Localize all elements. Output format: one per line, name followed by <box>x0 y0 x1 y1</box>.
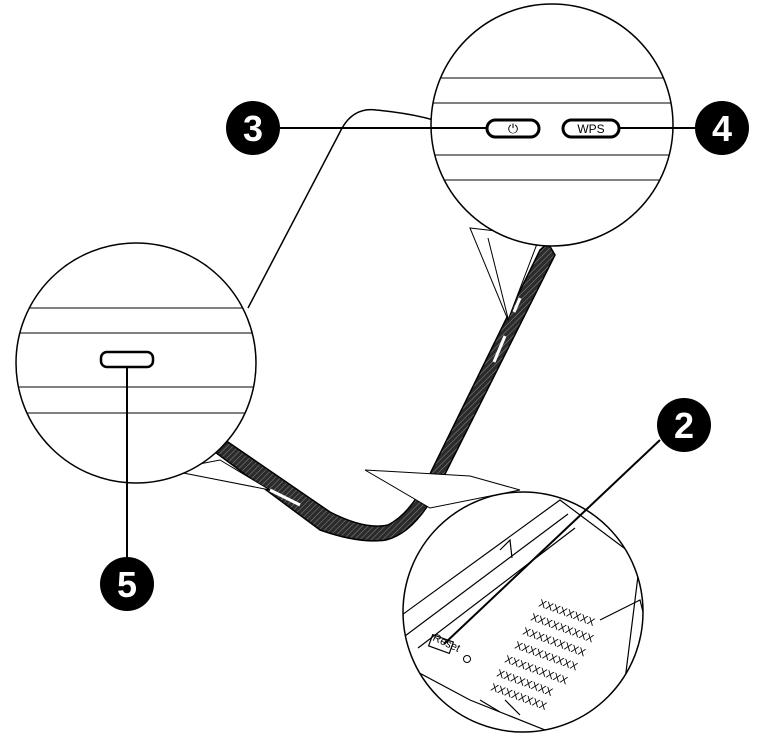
callout-2-number: 2 <box>674 405 694 446</box>
left-zoom-circle <box>15 242 257 484</box>
callout-4-number: 4 <box>712 108 732 149</box>
leader-2 <box>443 439 661 645</box>
usb-port <box>99 350 155 369</box>
leader-lines <box>126 127 700 645</box>
callout-3: 3 <box>226 101 280 155</box>
connector-line <box>247 108 461 309</box>
zoom-cones <box>167 227 541 509</box>
reset-pinhole[interactable] <box>463 655 471 663</box>
callout-4: 4 <box>695 101 749 155</box>
callout-5-number: 5 <box>117 564 137 605</box>
device-edge <box>213 241 556 542</box>
callout-2: 2 <box>657 398 711 452</box>
power-button-icon: ⏻ <box>508 121 518 136</box>
wps-button-label: WPS <box>577 122 604 136</box>
callout-3-number: 3 <box>243 108 263 149</box>
callout-5: 5 <box>100 557 154 611</box>
top-zoom-circle: ⏻ WPS <box>430 3 674 247</box>
bottom-zoom-circle: Reset XXXXXXXX XXXXXXXXX XXXXXXXXX XXXXX… <box>402 491 644 733</box>
